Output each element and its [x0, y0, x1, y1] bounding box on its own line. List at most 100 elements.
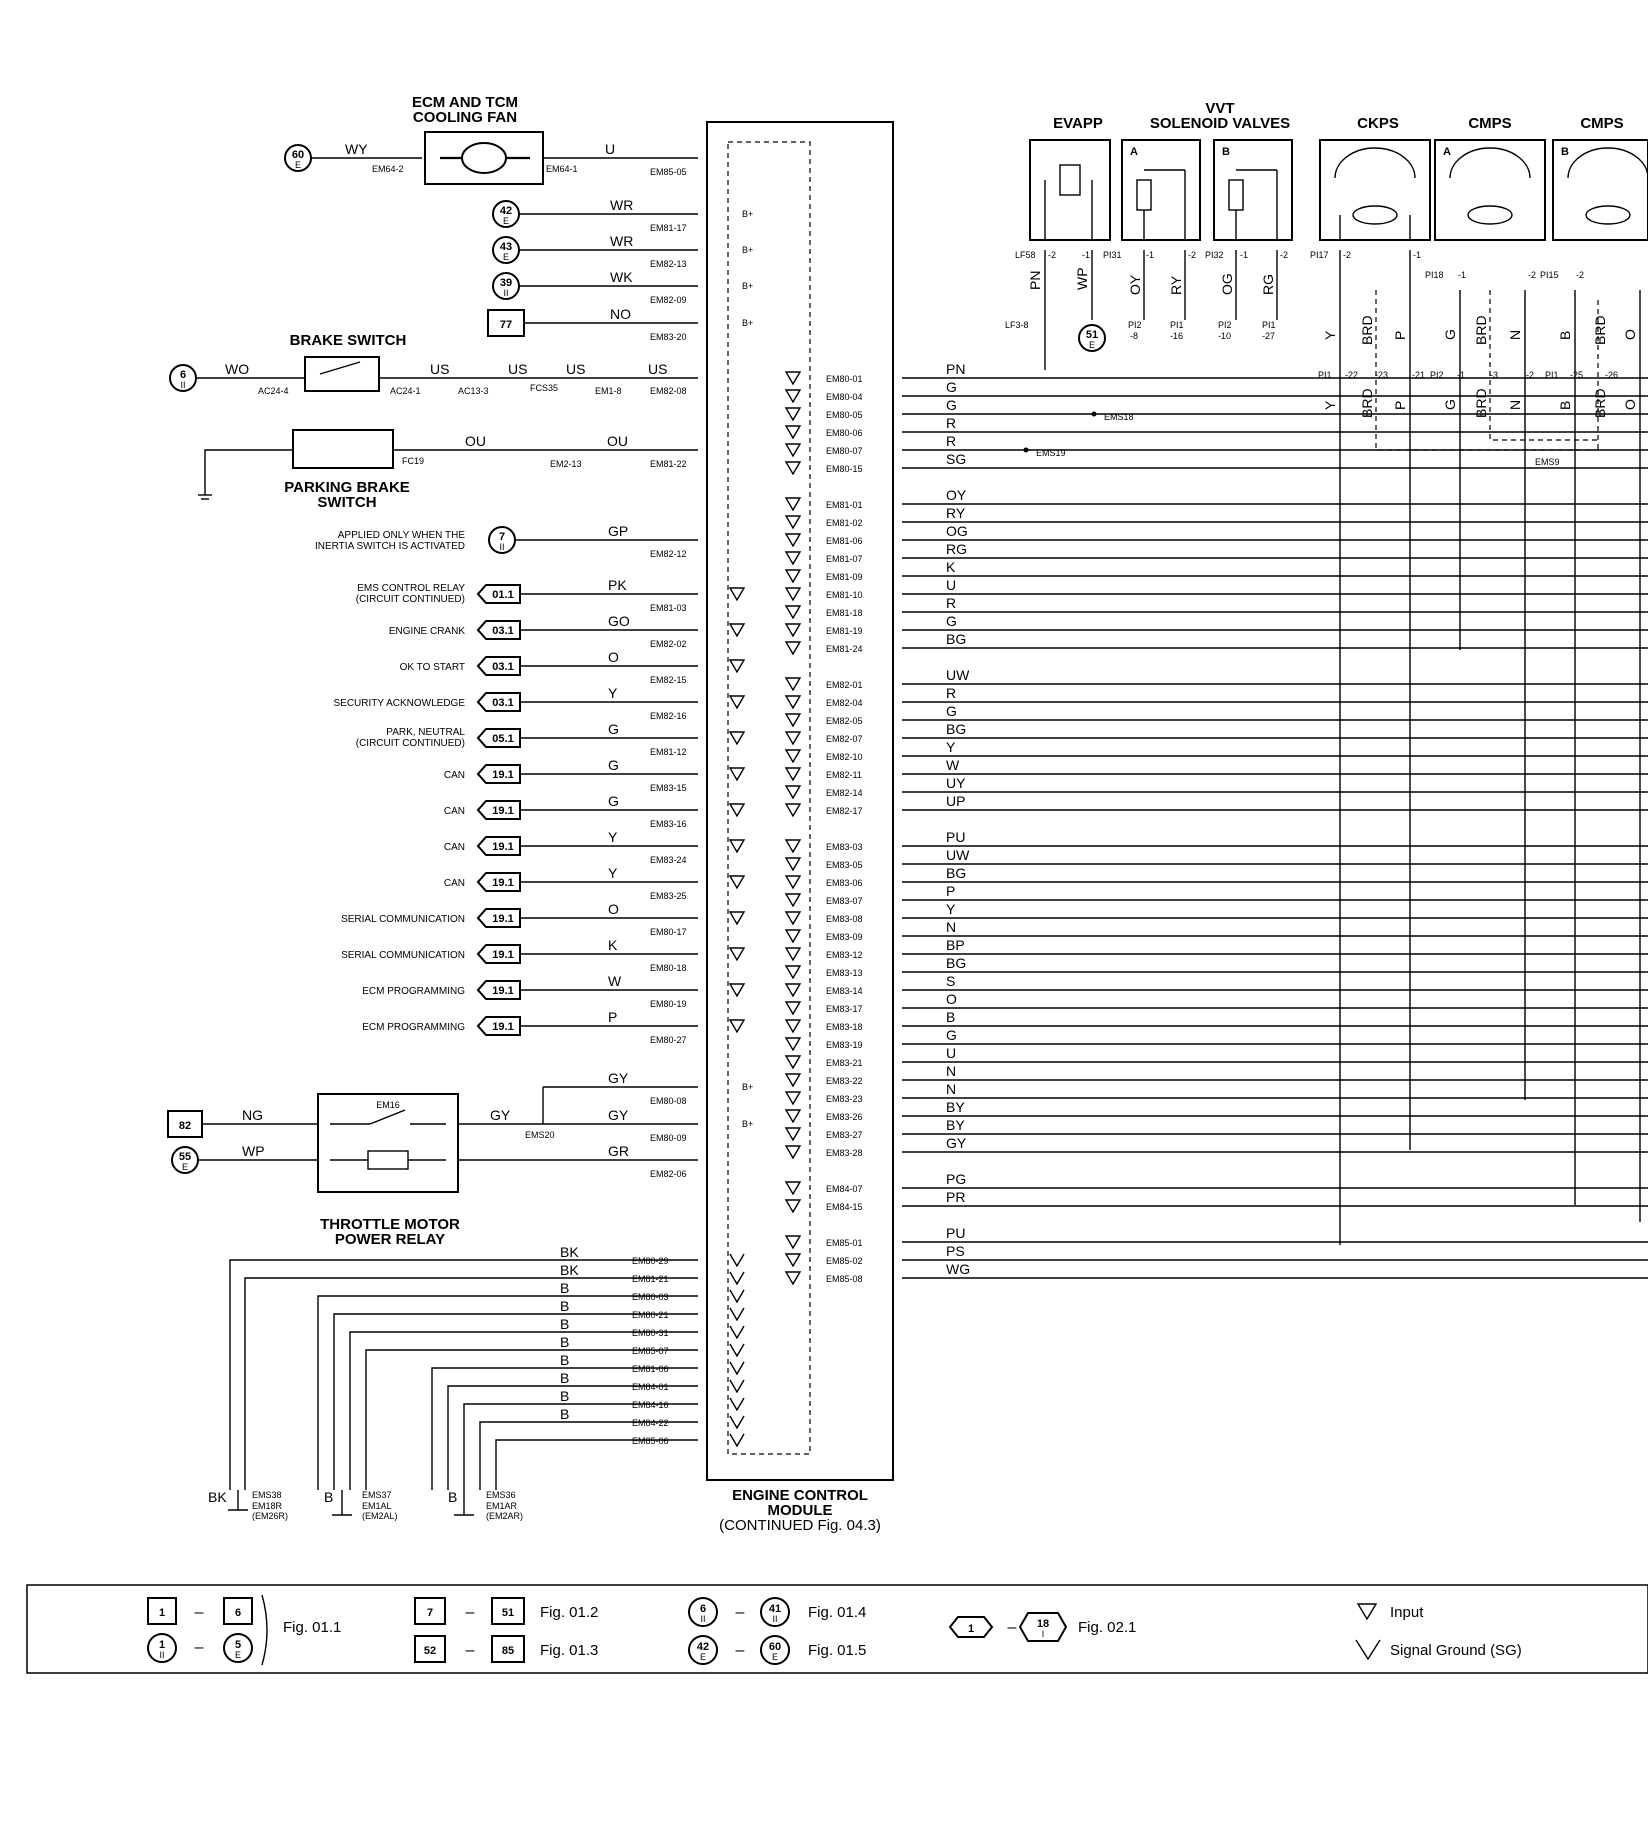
ground-pin-0: EM80-29	[632, 1256, 669, 1266]
right-wire-32: O	[946, 991, 957, 1007]
legend-2b: 5	[235, 1639, 241, 1651]
ref-51: 51	[1086, 329, 1098, 341]
right-pin-36: EM83-22	[826, 1076, 863, 1086]
right-pin-38: EM83-26	[826, 1112, 863, 1122]
brake-switch-box	[304, 356, 380, 392]
ckps-pin-2: -1	[1413, 250, 1421, 260]
signal-label-5: CAN	[444, 770, 465, 781]
cmps-a-wire-G-1: G	[1442, 329, 1458, 340]
right-wire-30: BG	[946, 955, 966, 971]
relay-wire-2: GY	[608, 1107, 629, 1123]
input-icon	[784, 1073, 802, 1088]
parking-switch-box	[292, 429, 394, 469]
legend-fig-014: Fig. 01.4	[808, 1604, 866, 1621]
right-wire-14: BG	[946, 631, 966, 647]
wire-WR-1: WR	[610, 197, 633, 213]
signal-ground-icon	[729, 1397, 745, 1412]
vvt-conn-4: PI2	[1218, 320, 1232, 330]
right-wire-38: BY	[946, 1099, 965, 1115]
ref-42: 42	[500, 205, 512, 217]
svg-text:–: –	[195, 1604, 204, 1621]
ckps-title: CKPS	[1357, 115, 1399, 132]
input-icon	[784, 641, 802, 656]
ref-flag-label-12: 19.1	[492, 1021, 513, 1033]
right-wire-44: PS	[946, 1243, 965, 1259]
wire-U: U	[605, 141, 615, 157]
right-wire-39: BY	[946, 1117, 965, 1133]
legend-7a: 1	[968, 1623, 974, 1635]
left-pin-5: EM83-15	[650, 783, 687, 793]
right-pin-18: EM82-07	[826, 734, 863, 744]
input-icon	[728, 587, 746, 602]
right-wire-28: N	[946, 919, 956, 935]
left-wire-11: W	[608, 973, 622, 989]
tag-bplus-1: B+	[742, 209, 753, 219]
left-pin-3: EM82-16	[650, 711, 687, 721]
signal-ground-icon	[729, 1343, 745, 1358]
vvt-title-2: SOLENOID VALVES	[1150, 115, 1290, 132]
ground-rows: BKEM80-29BKEM81-21BEM80-03BEM80-21BEM80-…	[560, 1244, 745, 1448]
ref-42-sub: E	[503, 216, 509, 226]
right-pin-8: EM81-06	[826, 536, 863, 546]
input-icon	[728, 983, 746, 998]
signal-ground-icon	[729, 1433, 745, 1448]
right-wire-18: BG	[946, 721, 966, 737]
legend-4a: 52	[424, 1645, 436, 1657]
pin-EM1-8: EM1-8	[595, 386, 622, 396]
vvt-conn-6: PI1	[1262, 320, 1276, 330]
svg-text:–: –	[466, 1642, 475, 1659]
input-icon	[784, 515, 802, 530]
ground-pin-2: EM80-03	[632, 1292, 669, 1302]
gnd-loc-1: EM18R	[252, 1501, 283, 1511]
ref-60-label: 60	[292, 149, 304, 161]
input-icon	[784, 1181, 802, 1196]
ref-flag-label-10: 19.1	[492, 949, 513, 961]
input-icon	[784, 1055, 802, 1070]
signal-ground-icon	[1355, 1639, 1381, 1661]
wire-WK: WK	[610, 269, 633, 285]
right-wire-43: PU	[946, 1225, 965, 1241]
vvt-conn-3: -16	[1170, 331, 1183, 341]
right-wire-7: RY	[946, 505, 966, 521]
input-icon	[784, 713, 802, 728]
right-pin-44: EM85-02	[826, 1256, 863, 1266]
cmps-b-wire-B-1: B	[1557, 331, 1573, 340]
svg-text:–: –	[736, 1642, 745, 1659]
ckps-wire-P-1: P	[1392, 331, 1408, 340]
evapp-box	[1029, 139, 1111, 241]
input-icon	[784, 767, 802, 782]
vvt-pin-3: PI32	[1205, 250, 1224, 260]
pin-EM2-13: EM2-13	[550, 459, 582, 469]
input-icon	[784, 533, 802, 548]
throttle-relay-circuit: 82 NG 55 E WP EM16 GY EMS20 GY EM80-08 B…	[167, 1070, 753, 1193]
legend-5a-sub: II	[700, 1614, 705, 1624]
ecm-title-3: (CONTINUED Fig. 04.3)	[719, 1517, 881, 1534]
ref-55: 55	[179, 1151, 191, 1163]
cooling-fan-title-2: COOLING FAN	[413, 109, 517, 126]
cmps-b-conn-0: PI1	[1545, 370, 1559, 380]
relay-pin-2: EM80-09	[650, 1133, 687, 1143]
svg-text:–: –	[466, 1604, 475, 1621]
left-wire-9: O	[608, 901, 619, 917]
right-pin-4: EM80-07	[826, 446, 863, 456]
ground-pin-4: EM80-31	[632, 1328, 669, 1338]
ref-flag-label-4: 05.1	[492, 733, 513, 745]
gnd-loc2-2: (EM2AL)	[362, 1511, 398, 1521]
svg-text:–: –	[736, 1604, 745, 1621]
legend-3b: 51	[502, 1607, 514, 1619]
ckps-wire-Y-2: Y	[1322, 400, 1338, 410]
evapp-wire-WP: WP	[1074, 267, 1090, 290]
legend-7b-shape	[1018, 1612, 1068, 1642]
left-pin-4: EM81-12	[650, 747, 687, 757]
left-pin-0: EM81-03	[650, 603, 687, 613]
right-wire-23: PU	[946, 829, 965, 845]
legend-input: Input	[1390, 1604, 1424, 1621]
right-wire-40: GY	[946, 1135, 967, 1151]
vvt-wire-OG: OG	[1219, 273, 1235, 295]
legend-fig-013: Fig. 01.3	[540, 1642, 598, 1659]
pin-EM85-05: EM85-05	[650, 167, 687, 177]
right-wire-9: RG	[946, 541, 967, 557]
pin-EM83-20: EM83-20	[650, 332, 687, 342]
splice-EMS20: EMS20	[525, 1130, 555, 1140]
